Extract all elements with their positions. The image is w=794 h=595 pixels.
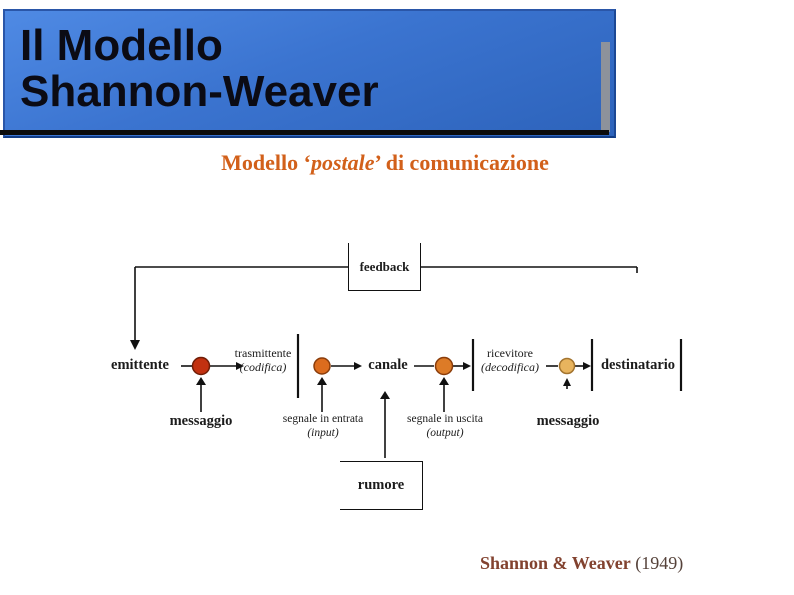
page-title-line1: Il Modello [20,21,223,70]
page-title-line2: Shannon-Weaver [20,67,379,117]
label-pointer-arrowheads [196,377,571,399]
title-box-shadow [601,42,610,132]
node-ricevitore-name: ricevitore [487,346,533,360]
node-ricevitore: ricevitore (decodifica) [476,346,544,374]
node-emittente: emittente [111,357,169,373]
main-flow-arrowheads [236,362,591,370]
citation-year: (1949) [630,553,684,573]
rumore-label: rumore [357,477,405,493]
label-segnale-entrata-sub: (input) [307,426,339,439]
feedback-label: feedback [359,258,410,274]
dot-messaggio-ricevuto [558,357,576,375]
separator-bars [296,334,683,398]
feedback-arrowhead-down [130,340,140,350]
label-segnale-entrata-text: segnale in entrata [282,413,364,425]
subtitle-italic: postale [310,150,375,175]
dot-segnale-entrata [313,357,331,375]
label-messaggio-left: messaggio [169,413,233,429]
feedback-lines [134,266,638,341]
label-segnale-entrata: segnale in entrata (input) [278,413,368,440]
title-box: Il Modello Shannon-Weaver [3,9,616,138]
dot-segnale-uscita [434,356,454,376]
subtitle: Modello ‘postale’ di comunicazione [0,149,770,177]
label-segnale-uscita-text: segnale in uscita [406,413,483,425]
dot-emittente-output [191,356,211,376]
node-trasmittente-sub: (codifica) [239,360,287,375]
label-messaggio-right: messaggio [536,413,600,429]
feedback-box: feedback [348,243,421,291]
node-trasmittente: trasmittente (codifica) [225,346,301,374]
citation-authors: Shannon & Weaver [480,553,631,573]
node-canale: canale [368,357,408,373]
node-destinatario: destinatario [600,357,676,373]
citation: Shannon & Weaver (1949) [480,553,683,574]
subtitle-pre: Modello ‘ [221,150,311,175]
rumore-box: rumore [340,461,423,510]
node-trasmittente-name: trasmittente [234,346,292,360]
subtitle-post: ’ di comunicazione [374,150,549,175]
label-segnale-uscita: segnale in uscita (output) [400,413,490,440]
title-underline [0,130,609,135]
node-ricevitore-sub: (decodifica) [481,360,539,375]
label-segnale-uscita-sub: (output) [426,426,464,439]
label-pointer-lines [200,384,568,458]
